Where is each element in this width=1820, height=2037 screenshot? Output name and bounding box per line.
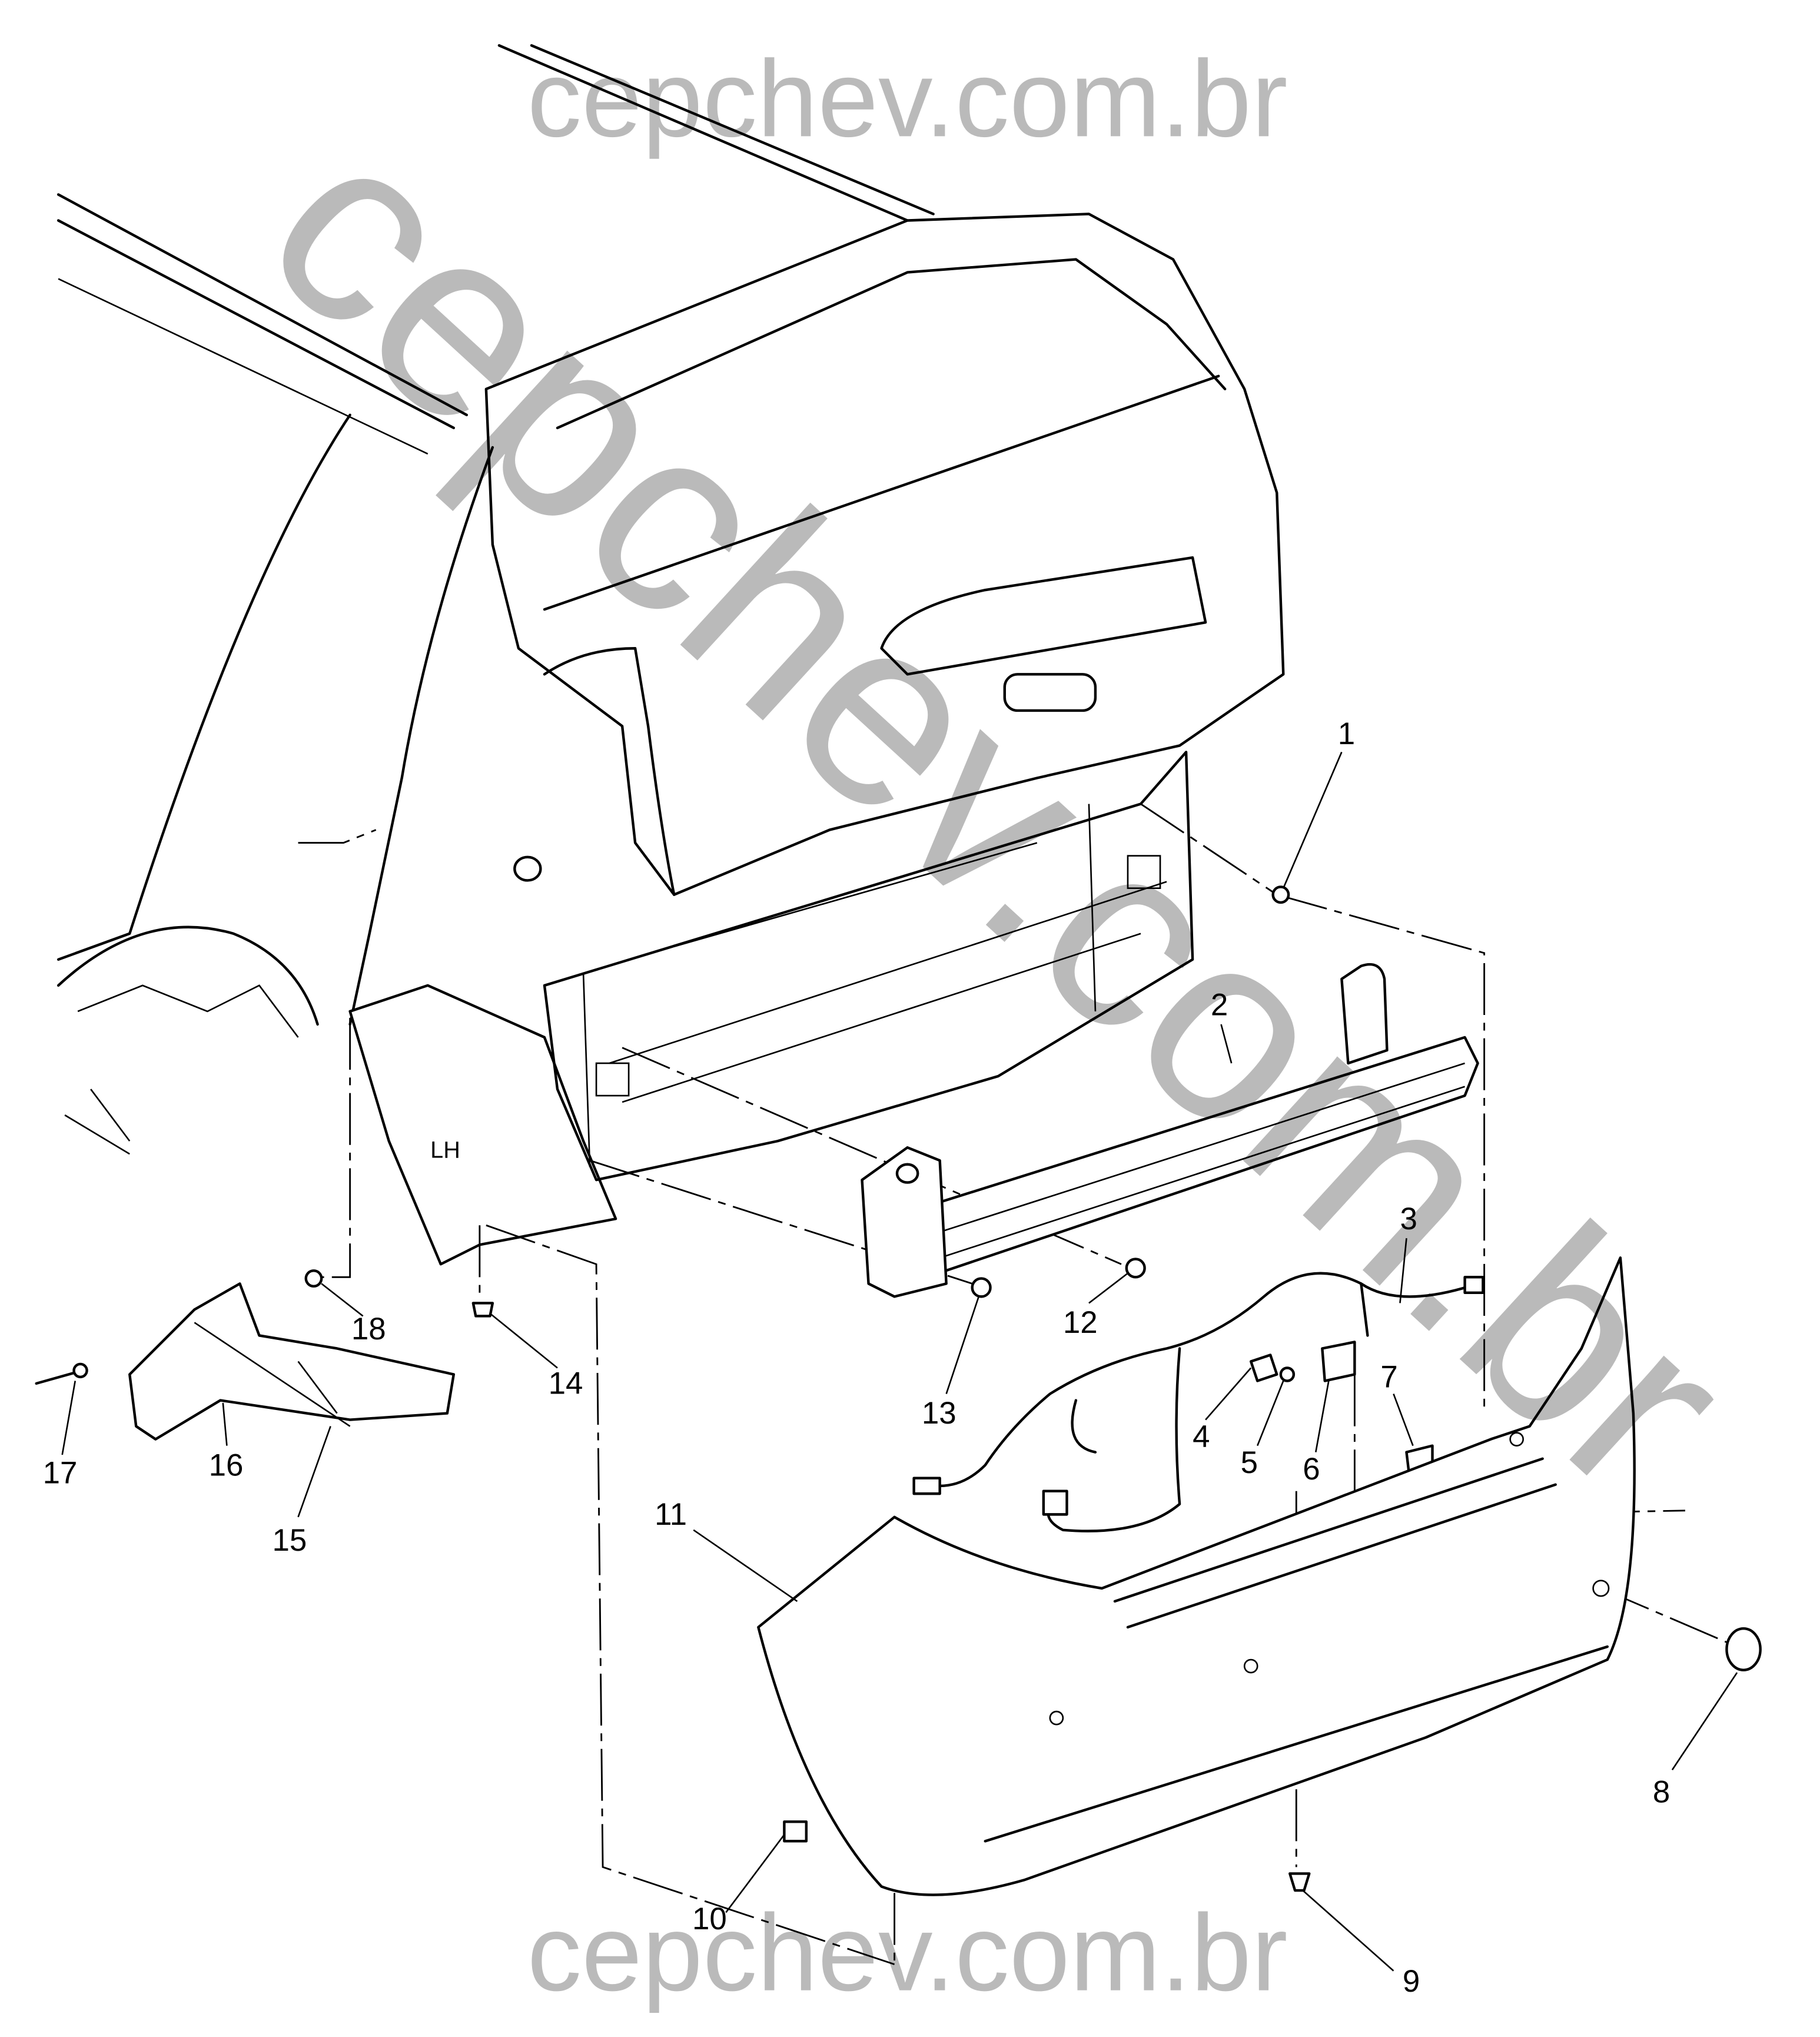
bumper-side-bracket — [128, 1282, 455, 1441]
callout-15: 15 — [272, 1523, 307, 1558]
quarter-panel — [57, 413, 617, 1266]
callout-7: 7 — [1380, 1360, 1397, 1395]
callout-4: 4 — [1193, 1419, 1210, 1454]
callout-13: 13 — [922, 1396, 957, 1431]
callout-12: 12 — [1063, 1305, 1098, 1340]
callout-2: 2 — [1211, 987, 1228, 1022]
roof-rails — [57, 44, 935, 455]
callout-17: 17 — [43, 1456, 78, 1491]
liftgate — [484, 213, 1285, 896]
callout-18: 18 — [351, 1312, 386, 1346]
rear-bumper-fascia — [757, 1256, 1636, 1896]
callout-3: 3 — [1400, 1202, 1417, 1236]
callout-5: 5 — [1241, 1445, 1258, 1480]
callout-8: 8 — [1653, 1774, 1670, 1809]
watermark-top: cepchev.com.br — [527, 38, 1288, 160]
callout-leaders — [61, 751, 1738, 1972]
callout-labels: 1 2 3 4 5 6 7 8 9 10 11 12 13 14 15 16 1… — [43, 716, 1670, 1999]
rear-body-panel — [543, 751, 1194, 1182]
callout-6: 6 — [1303, 1452, 1320, 1487]
lh-side-mark: LH — [430, 1137, 460, 1163]
watermark-bottom: cepchev.com.br — [527, 1893, 1288, 2014]
callout-10: 10 — [692, 1902, 727, 1936]
bumper-impact-bar — [861, 963, 1479, 1298]
callout-9: 9 — [1403, 1964, 1420, 1999]
wiring-harness — [912, 1272, 1484, 1532]
callout-16: 16 — [209, 1448, 244, 1482]
callout-11: 11 — [655, 1497, 687, 1532]
fasteners — [35, 885, 1762, 1892]
callout-1: 1 — [1338, 716, 1355, 751]
callout-14: 14 — [549, 1366, 583, 1401]
